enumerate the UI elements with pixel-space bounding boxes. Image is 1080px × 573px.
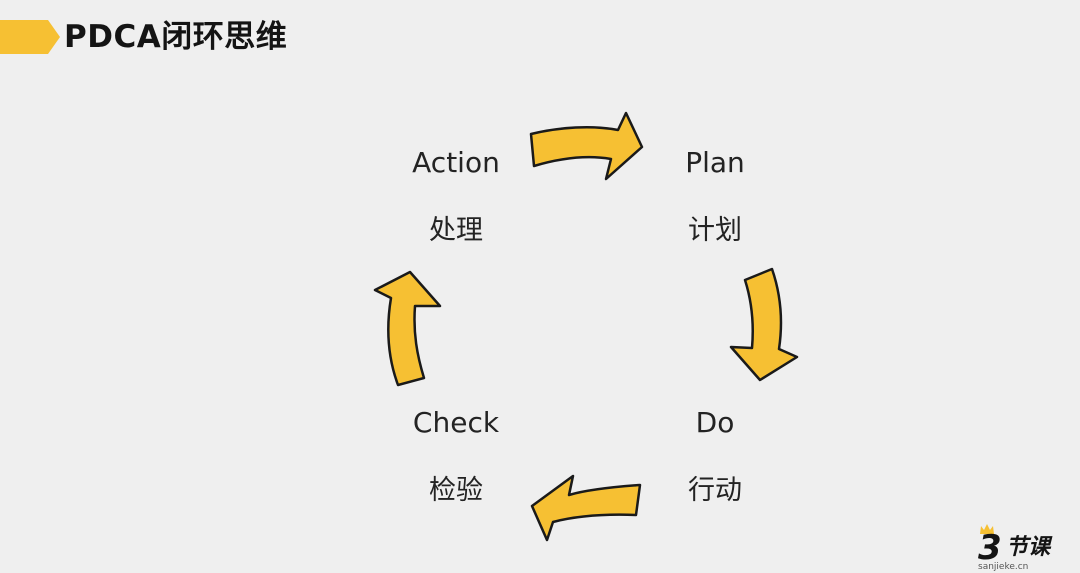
logo-number: 3 [978,528,1002,568]
arrow-check-to-action [373,270,442,387]
label-do-cn: 行动 [688,475,742,506]
page-title: PDCA闭环思维 [64,19,288,55]
label-check-cn: 检验 [429,475,483,506]
label-action-cn: 处理 [429,215,483,246]
arrow-plan-to-do [729,267,799,382]
brand-logo: 3 节课 sanjieke.cn [972,524,1076,572]
arrow-do-to-check [530,474,642,542]
title-accent-tag [0,20,60,54]
label-action-en: Action [412,146,500,179]
logo-url: sanjieke.cn [978,562,1029,572]
label-plan-cn: 计划 [688,215,742,246]
crown-icon [980,524,994,534]
label-do-en: Do [695,406,735,439]
logo-name: 节课 [1006,535,1051,560]
arrow-action-to-plan [529,111,644,181]
label-check-en: Check [412,406,500,439]
label-plan-en: Plan [685,146,745,179]
